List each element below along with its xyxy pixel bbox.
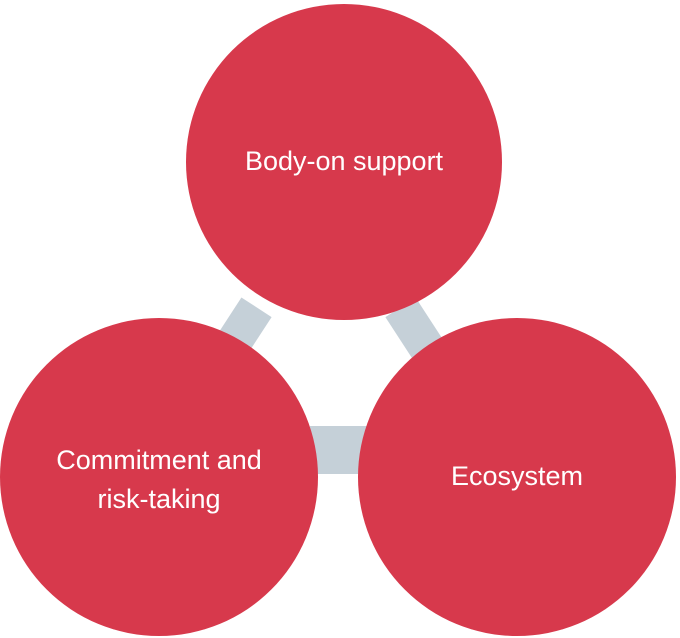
- circle-label-ecosystem: Ecosystem: [450, 461, 584, 492]
- circle-body-on-support: Body-on support: [186, 4, 502, 320]
- circle-ecosystem: Ecosystem: [358, 318, 676, 636]
- circle-label-body-on-support: Body-on support: [244, 146, 444, 177]
- circle-commitment-and-risk-taking: Commitment and risk-taking: [0, 318, 318, 636]
- circle-label-commitment-and-risk-taking: Commitment and risk-taking: [56, 444, 262, 514]
